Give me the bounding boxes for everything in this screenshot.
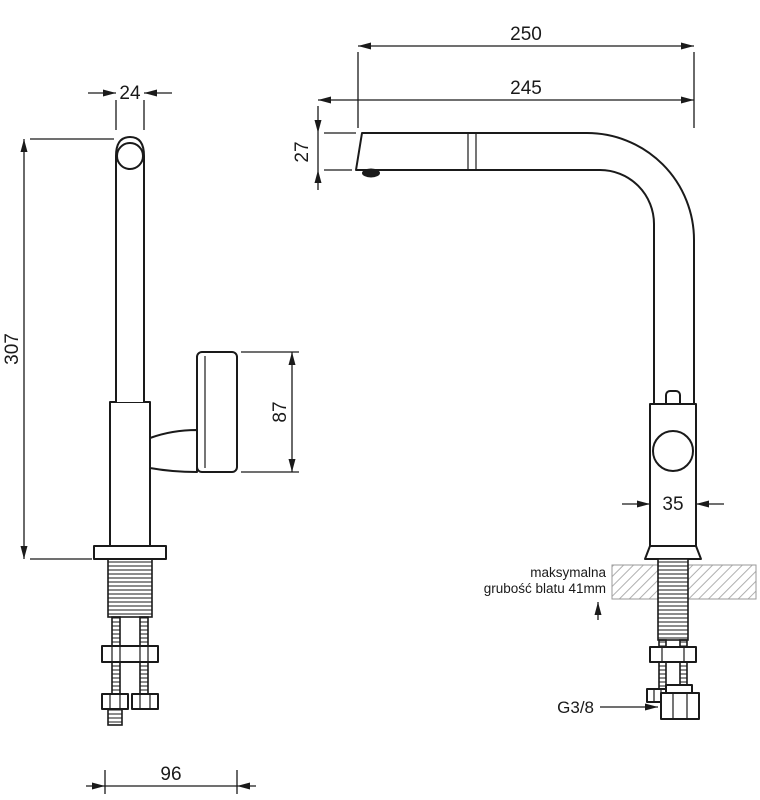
dim-spout-height-extensions: [317, 132, 356, 171]
front-base-plate: [93, 545, 167, 560]
thread-callout: G3/8: [557, 698, 658, 717]
dim-reach-total-label: 250: [510, 24, 542, 45]
front-nut-right-facets: [139, 694, 151, 709]
g38-hex-nut: [660, 692, 700, 720]
dim-height-label: 307: [2, 333, 23, 365]
g38-collar: [665, 684, 693, 694]
dim-reach-total-extensions: [357, 52, 695, 128]
countertop-note-line1: maksymalna: [530, 565, 606, 580]
front-faucet-lower-body: [109, 401, 151, 547]
front-mount-clamp: [101, 645, 159, 663]
dim-reach: 245: [318, 78, 694, 104]
g38-hex-facets: [672, 693, 688, 719]
dim-height-extensions: [30, 138, 114, 560]
dim-handle-height: 87: [241, 351, 299, 473]
front-thread-stem: [107, 558, 153, 618]
side-view: 250 245 27 35 maksymalna grubość blatu 4…: [292, 24, 757, 720]
side-spout-and-pipe: [355, 132, 695, 405]
side-thread-stem: [657, 558, 689, 641]
dim-body-width: 35: [622, 494, 724, 515]
mixer-ball: [652, 430, 694, 472]
spray-head-seams: [467, 134, 477, 169]
thread-size-label: G3/8: [557, 698, 594, 717]
front-faucet-body: [93, 136, 238, 726]
side-base: [644, 545, 702, 560]
dim-height: 307: [2, 138, 114, 560]
countertop-note-line2: grubość blatu 41mm: [484, 581, 606, 596]
side-clamp-holes: [661, 647, 685, 662]
front-nut-left-facets: [109, 694, 121, 709]
dim-reach-label: 245: [510, 78, 542, 99]
front-faucet-pipe: [115, 136, 145, 402]
front-handle-connector: [149, 429, 198, 473]
front-handle: [196, 351, 238, 473]
dim-base-width-label: 96: [160, 764, 181, 785]
dim-base-width: 96: [86, 764, 256, 794]
dim-body-width-label: 35: [662, 494, 683, 515]
dim-top-width-label: 24: [119, 83, 141, 104]
front-clamp-holes: [111, 646, 149, 662]
dim-reach-total: 250: [357, 24, 695, 128]
dim-handle-height-label: 87: [270, 401, 291, 422]
dim-base-width-extensions: [104, 770, 238, 794]
dim-top-width-extensions: [115, 100, 145, 130]
front-nut-right: [131, 693, 159, 710]
side-faucet-body: [355, 132, 757, 720]
side-mount-clamp: [649, 646, 697, 663]
dim-spout-height: 27: [292, 106, 356, 190]
front-hose-tip: [107, 708, 123, 726]
front-cap-ball: [116, 142, 144, 170]
front-view: 24 307 87 96: [2, 83, 299, 794]
aerator: [362, 168, 380, 178]
dim-top-width: 24: [88, 83, 172, 130]
front-nut-left: [101, 693, 129, 710]
countertop-note: maksymalna grubość blatu 41mm: [484, 565, 606, 620]
side-lower-body: [649, 403, 697, 547]
dim-spout-height-label: 27: [292, 141, 313, 162]
